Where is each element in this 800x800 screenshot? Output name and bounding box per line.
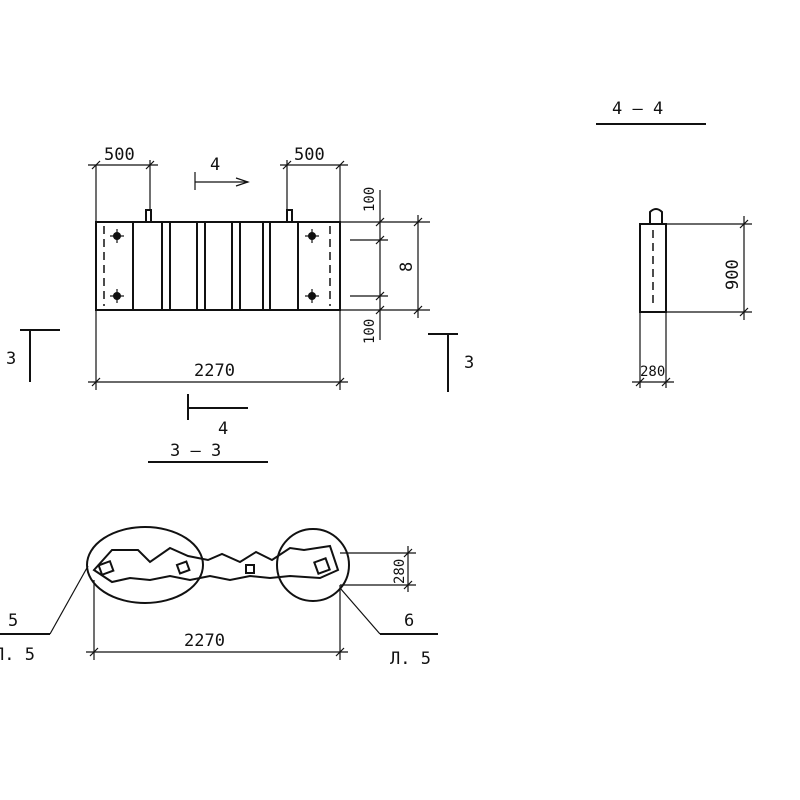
anchor-plate — [245, 564, 255, 574]
dim-height-8: 8 — [397, 262, 417, 272]
callout-6-id: 6 — [404, 611, 414, 631]
dim-2270-plan: 2270 — [194, 361, 235, 381]
lifting-loop — [145, 209, 152, 223]
dim-100-bottom: 100 — [362, 319, 378, 344]
dim-500-right: 500 — [294, 145, 325, 165]
section-3-3-profile — [92, 544, 340, 584]
callout-leader — [339, 587, 381, 635]
callout-5-id: 5 — [8, 611, 18, 631]
section-3-3: 3 — 3 280 2270 5 Л. 5 6 Л. 5 — [0, 441, 438, 669]
anchor-plate — [97, 559, 115, 577]
detail-callout-6 — [276, 528, 350, 602]
plan-view: 500 500 4 100 8 100 2270 — [6, 145, 474, 439]
callout-leader — [49, 565, 89, 635]
anchor-plate — [313, 557, 331, 575]
dim-2270-section: 2270 — [184, 631, 225, 651]
dim-900: 900 — [723, 259, 743, 290]
anchor-plate — [175, 560, 191, 575]
section-marker-3-right: 3 — [464, 353, 474, 373]
section-4-4: 4 — 4 900 280 — [596, 99, 752, 388]
dim-280-section-44: 280 — [640, 364, 665, 380]
detail-callout-5 — [86, 526, 204, 604]
dim-100-top: 100 — [362, 187, 378, 212]
section-4-4-title: 4 — 4 — [612, 99, 663, 119]
dim-500-left: 500 — [104, 145, 135, 165]
section-marker-4-bottom: 4 — [218, 419, 228, 439]
callout-6-sheet: Л. 5 — [390, 649, 431, 669]
section-4-4-profile — [639, 223, 667, 313]
section-marker-3-left: 3 — [6, 349, 16, 369]
lifting-loop — [649, 208, 663, 224]
section-3-3-title: 3 — 3 — [170, 441, 221, 461]
lifting-loop — [286, 209, 293, 223]
callout-5-sheet: Л. 5 — [0, 645, 35, 665]
section-marker-4-top: 4 — [210, 155, 220, 175]
dim-280-section-33: 280 — [392, 559, 408, 584]
block-outline — [95, 221, 341, 311]
